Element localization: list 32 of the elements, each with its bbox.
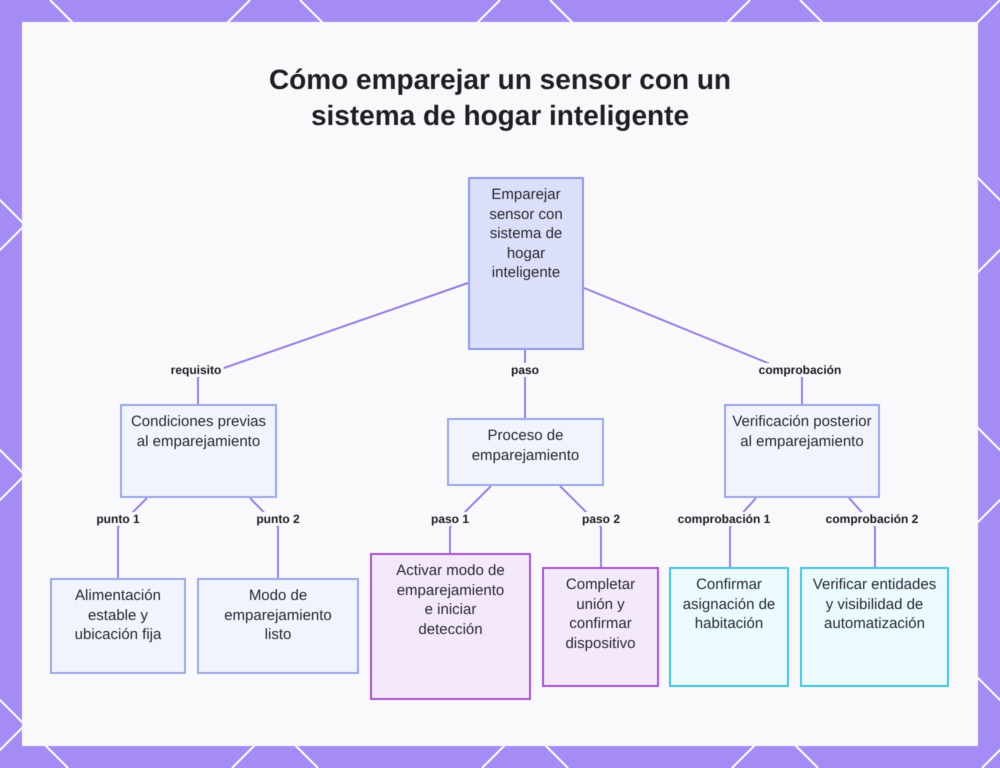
topic-box	[468, 177, 584, 350]
edge-label: punto 2	[254, 512, 302, 526]
edge-label: comprobación 1	[676, 512, 772, 526]
edge-label: punto 1	[94, 512, 142, 526]
node-text: Alimentación estable y ubicación fija	[74, 586, 162, 644]
topic-box	[447, 418, 604, 486]
topic-box	[800, 567, 949, 687]
title: Cómo emparejar un sensor con un sistema de hogar inteligente	[268, 63, 732, 133]
edge-label: comprobación 2	[824, 512, 920, 526]
edge-label: paso 1	[429, 512, 471, 526]
node-text: Verificación posterior al emparejamiento	[732, 412, 872, 451]
topic-box	[370, 553, 531, 700]
node-text: Modo de emparejamiento listo	[223, 586, 333, 644]
edge-label: paso 2	[580, 512, 622, 526]
node-text: Emparejar sensor con sistema de hogar inteligente	[488, 185, 564, 282]
node-text: Verificar entidades y visibilidad de automatización	[812, 575, 938, 634]
topic-box	[197, 578, 359, 674]
edge-label: comprobación	[756, 363, 844, 377]
node-text: Condiciones previas al emparejamiento	[130, 412, 268, 451]
node-text: Proceso de emparejamiento	[470, 426, 580, 465]
topic-box	[724, 404, 880, 498]
node-text: Completar unión y confirmar dispositivo	[564, 575, 637, 653]
edge-label: requisito	[168, 363, 224, 377]
edge-label: paso	[509, 363, 541, 377]
topic-box	[120, 404, 277, 498]
connector-line	[197, 282, 468, 404]
topic-box	[50, 578, 186, 674]
connector-line	[584, 287, 803, 404]
node-text: Activar modo de emparejamiento e iniciar detección	[395, 561, 506, 639]
topic-box	[542, 567, 659, 687]
node-text: Confirmar asignación de habitación	[682, 575, 776, 634]
topic-box	[669, 567, 789, 687]
